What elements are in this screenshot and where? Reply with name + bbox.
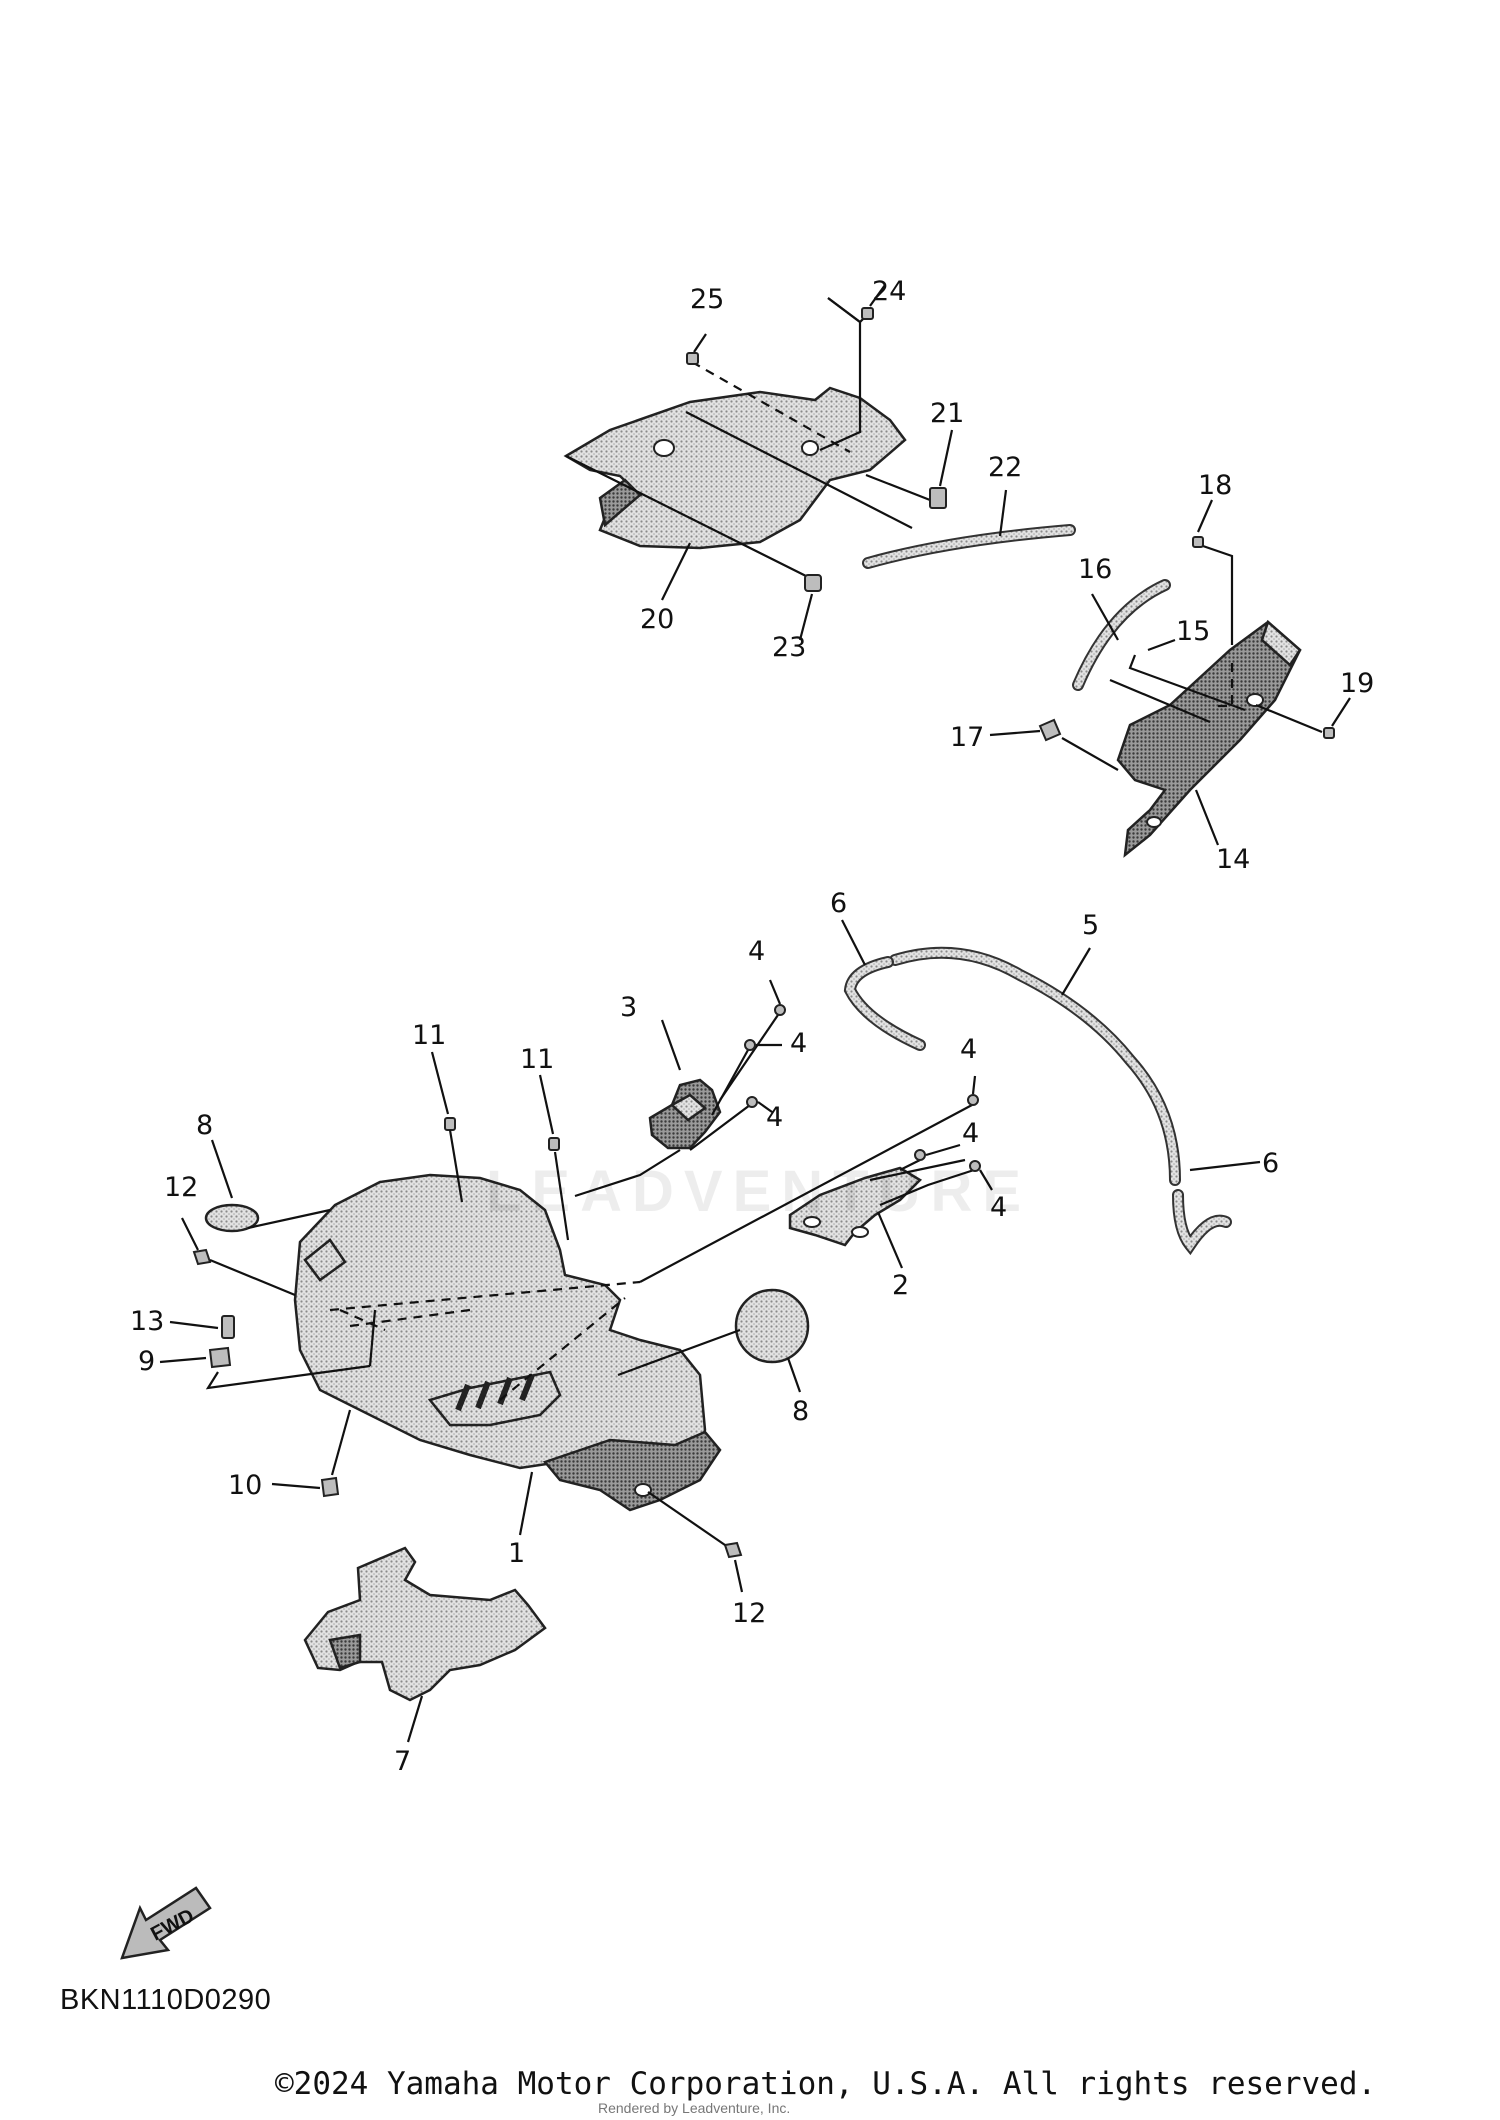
screw-4b — [744, 1039, 756, 1051]
callout-8-left: 8 — [196, 1110, 213, 1141]
callout-5: 5 — [1082, 910, 1099, 941]
callout-1: 1 — [508, 1538, 525, 1569]
bolt-19 — [1323, 727, 1335, 739]
callout-23: 23 — [772, 632, 806, 663]
callout-14: 14 — [1216, 844, 1250, 875]
diagram-code: BKN1110D0290 — [60, 1984, 272, 2016]
callout-18: 18 — [1198, 470, 1232, 501]
callout-12a: 12 — [164, 1172, 198, 1203]
callout-11a: 11 — [412, 1020, 446, 1051]
bolt-11a — [444, 1117, 456, 1131]
rendered-by-credit: Rendered by Leadventure, Inc. — [598, 2100, 791, 2116]
part-3-valve — [648, 1078, 722, 1150]
callout-24: 24 — [872, 276, 906, 307]
callout-7: 7 — [394, 1746, 411, 1777]
part-20-side-cover — [563, 386, 907, 550]
callout-6-lower: 6 — [1262, 1148, 1279, 1179]
grommet-23 — [804, 574, 822, 592]
callout-25: 25 — [690, 284, 724, 315]
watermark-text: LEADVENTURE — [486, 1159, 1032, 1224]
copyright-notice: ©2024 Yamaha Motor Corporation, U.S.A. A… — [275, 2066, 1377, 2102]
cap-8-left — [204, 1203, 260, 1233]
callout-12b: 12 — [732, 1598, 766, 1629]
callout-15: 15 — [1176, 616, 1210, 647]
callout-4a: 4 — [748, 936, 765, 967]
callout-19: 19 — [1340, 668, 1374, 699]
callout-13: 13 — [130, 1306, 164, 1337]
callout-11b: 11 — [520, 1044, 554, 1075]
bolt-18 — [1192, 536, 1204, 548]
callout-17: 17 — [950, 722, 984, 753]
callout-6-upper: 6 — [830, 888, 847, 919]
callout-4c: 4 — [766, 1102, 783, 1133]
bolt-13 — [221, 1315, 235, 1339]
fwd-arrow: FWD — [120, 1886, 212, 1960]
callout-10: 10 — [228, 1470, 262, 1501]
part-2-bracket — [788, 1166, 923, 1247]
bolt-12b — [723, 1541, 743, 1559]
screw-4f — [969, 1160, 981, 1172]
callout-4e: 4 — [962, 1118, 979, 1149]
bolt-12a — [192, 1248, 212, 1266]
part-14-bracket — [1116, 619, 1302, 858]
screw-4c — [746, 1096, 758, 1108]
callout-21: 21 — [930, 398, 964, 429]
callout-4f: 4 — [990, 1192, 1007, 1223]
callout-8-right: 8 — [792, 1396, 809, 1427]
callout-4d: 4 — [960, 1034, 977, 1065]
callout-22: 22 — [988, 452, 1022, 483]
cap-8-right — [734, 1288, 810, 1364]
grommet-9 — [208, 1346, 232, 1369]
screw-4a — [774, 1004, 786, 1016]
bolt-11b — [548, 1137, 560, 1151]
bolt-10 — [320, 1476, 340, 1498]
seal-16 — [1072, 579, 1171, 691]
callout-16: 16 — [1078, 554, 1112, 585]
callout-9: 9 — [138, 1346, 155, 1377]
callout-20: 20 — [640, 604, 674, 635]
part-1-tank-cover — [293, 1173, 722, 1512]
nut-24 — [861, 307, 874, 320]
screw-4e — [914, 1149, 926, 1161]
callout-4b: 4 — [790, 1028, 807, 1059]
bolt-25 — [686, 352, 699, 365]
callout-3: 3 — [620, 992, 637, 1023]
screw-4d — [967, 1094, 979, 1106]
clip-21 — [929, 487, 947, 509]
part-7-lower-cover — [303, 1546, 547, 1702]
clip-17 — [1038, 718, 1062, 742]
callout-2: 2 — [892, 1270, 909, 1301]
